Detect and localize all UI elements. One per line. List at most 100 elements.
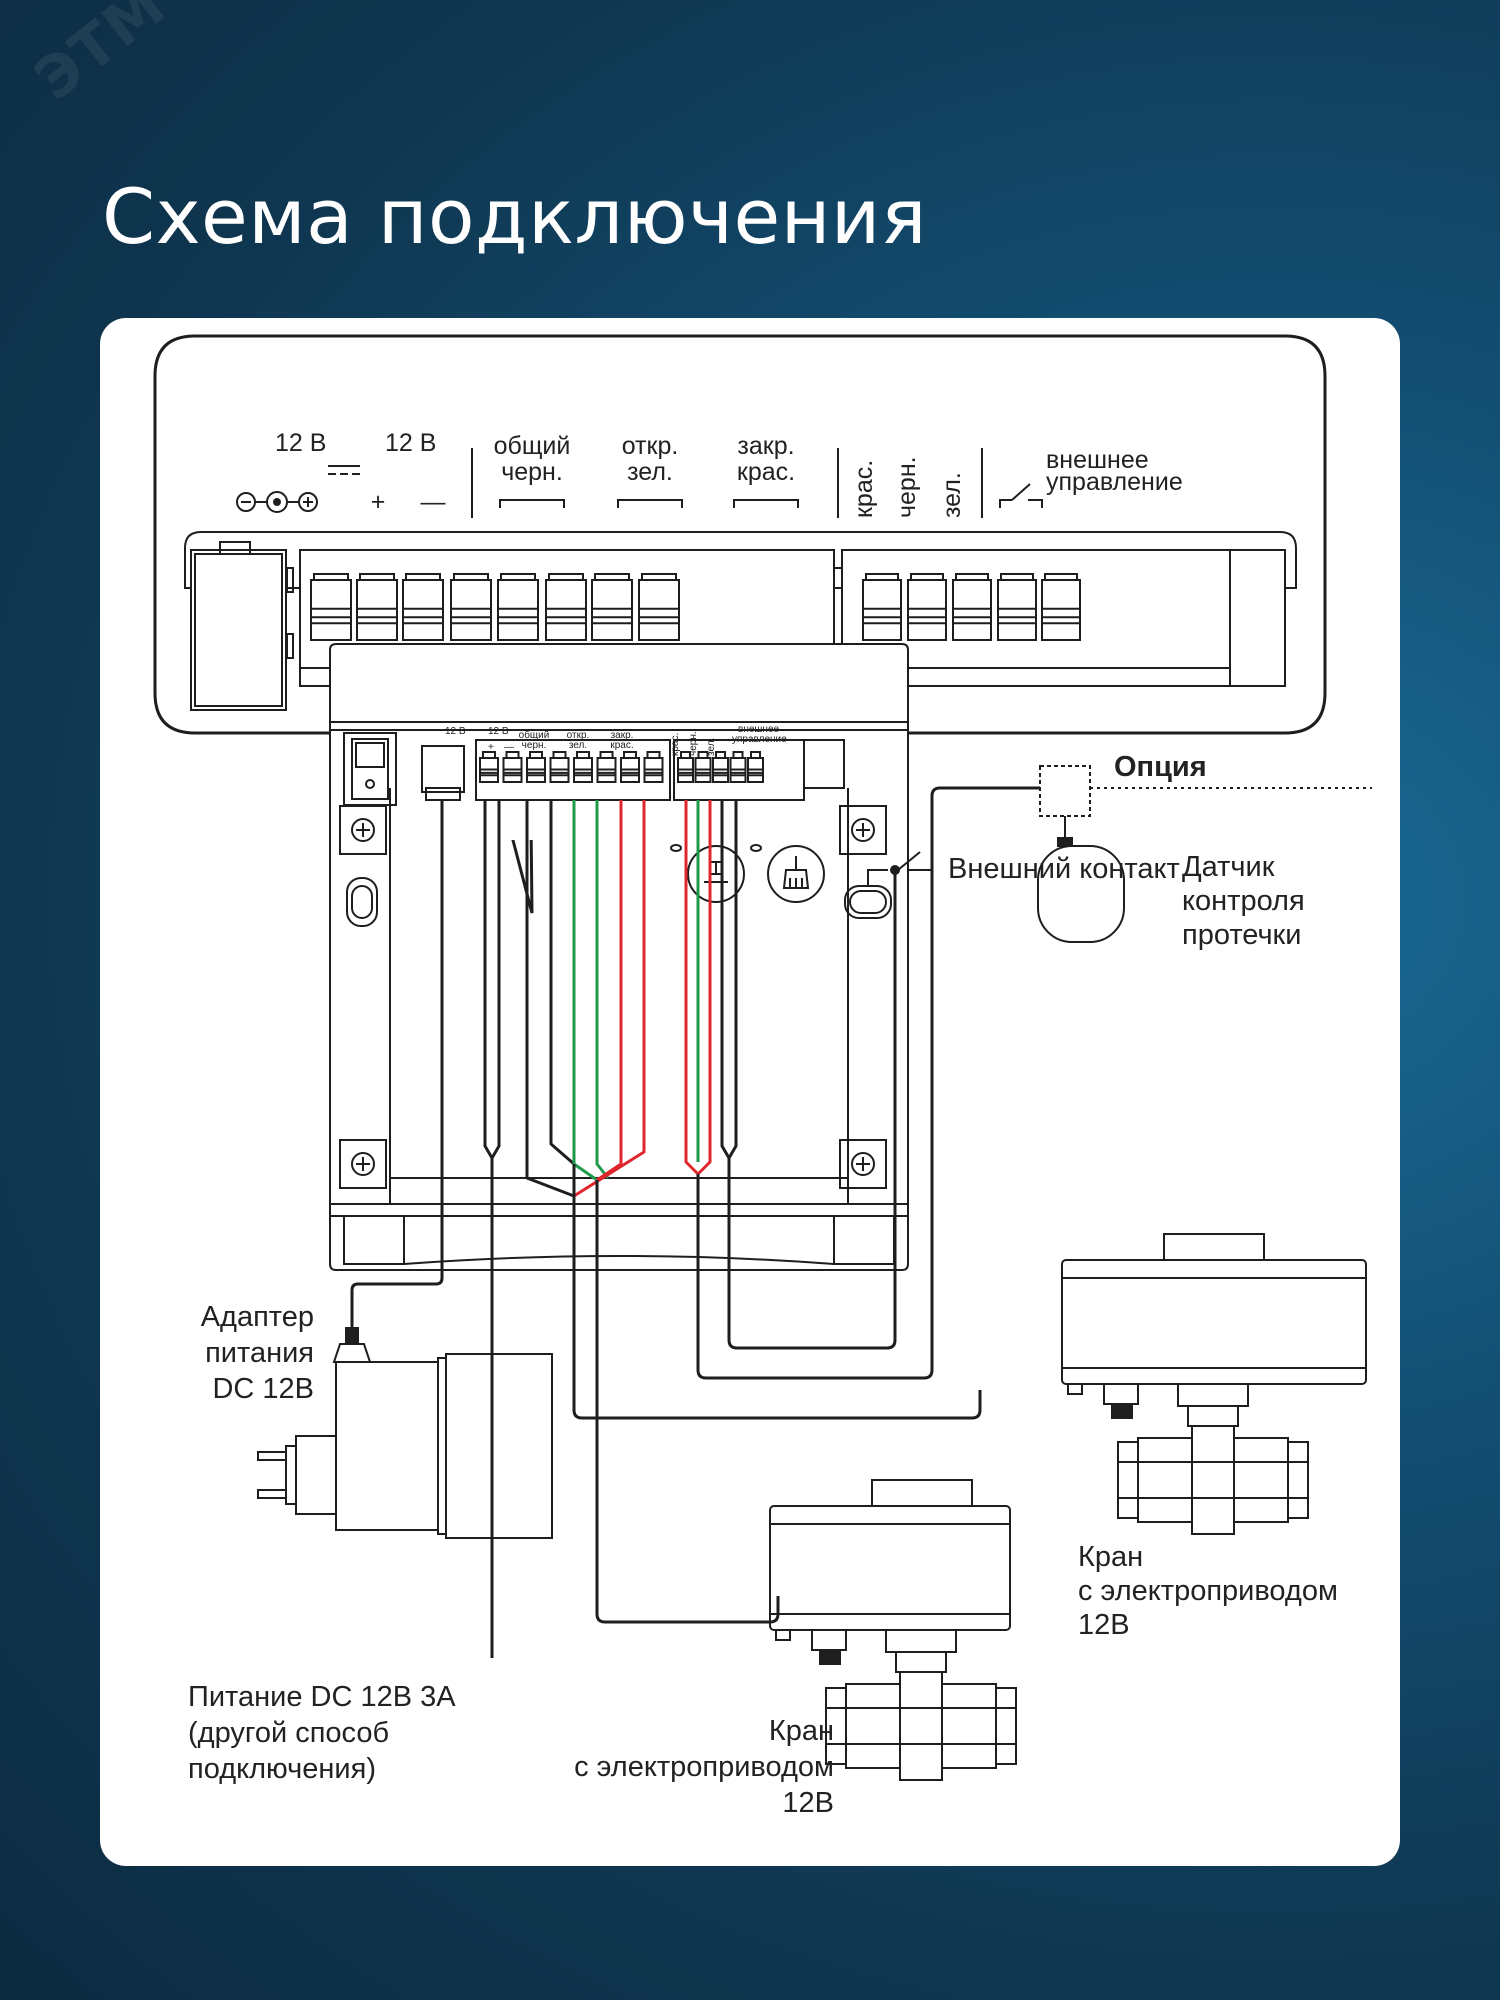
svg-text:общий: общий <box>519 729 550 741</box>
right-valve-icon <box>1061 1233 1367 1535</box>
svg-text:12В: 12В <box>1078 1609 1130 1641</box>
svg-text:подключения): подключения) <box>188 1753 376 1785</box>
diagram-card: 12 В 12 В + — общий черн. откр. зел. зак… <box>100 318 1400 1866</box>
leak-sensor-icon <box>1037 845 1125 943</box>
svg-text:закр.: закр. <box>611 730 634 741</box>
right-valve-label: Кран с электроприводом 12В <box>1078 1541 1338 1641</box>
right-valve-cable <box>572 1164 982 1420</box>
svg-text:контроля: контроля <box>1182 885 1305 917</box>
dc-polarity-icon <box>236 491 318 513</box>
external-control-line2: управление <box>1046 468 1183 496</box>
dc-symbol-icon <box>328 465 360 475</box>
external-control-line1: внешнее <box>1046 446 1149 474</box>
svg-text:закр.: закр. <box>737 432 794 460</box>
terminal-screw <box>677 751 694 783</box>
svg-text:общий: общий <box>494 432 571 460</box>
svg-text:зел.: зел. <box>627 458 673 486</box>
svg-text:—: — <box>504 742 514 753</box>
wiring-diagram: 12 В 12 В + — общий черн. откр. зел. зак… <box>153 334 1372 1819</box>
bottom-valve-icon <box>769 1479 1017 1781</box>
plus-sign: + <box>371 488 386 516</box>
terminal-screw <box>356 573 398 641</box>
terminal-screw <box>526 751 546 783</box>
power-pair-wire <box>483 800 501 1160</box>
sensor-wire-green-label: зел. <box>938 472 966 518</box>
terminal-screw <box>310 573 352 641</box>
external-contact-cable <box>727 874 897 1350</box>
group-open-label: откр. зел. <box>617 432 683 508</box>
power-alt-label: Питание DC 12В 3А (другой способ подключ… <box>188 1681 456 1785</box>
group-close-label: закр. крас. <box>733 432 799 508</box>
external-contact-switch-icon <box>867 851 933 886</box>
terminal-screw <box>573 751 593 783</box>
svg-text:DC 12В: DC 12В <box>212 1373 314 1405</box>
sensor-wire-red-label: крас. <box>850 460 878 518</box>
svg-text:+: + <box>488 742 494 753</box>
valve-status-icon <box>670 844 745 903</box>
terminal-screw <box>694 751 712 783</box>
svg-text:12В: 12В <box>782 1787 834 1819</box>
svg-text:управление: управление <box>732 734 787 745</box>
terminal-screw <box>729 751 747 783</box>
svg-text:12 В: 12 В <box>445 726 466 737</box>
terminal-screw <box>747 751 764 783</box>
terminal-screw <box>712 751 729 783</box>
terminal-screw <box>402 573 444 641</box>
terminal-screw <box>1041 573 1081 641</box>
svg-text:Питание DC 12В 3А: Питание DC 12В 3А <box>188 1681 456 1713</box>
page-title: Схема подключения <box>102 172 928 261</box>
svg-text:Датчик: Датчик <box>1182 851 1275 883</box>
terminal-callout: 12 В 12 В + — общий черн. откр. зел. зак… <box>153 334 1327 914</box>
terminal-screw <box>549 751 570 783</box>
svg-text:протечки: протечки <box>1182 919 1301 951</box>
watermark-logo: ЭТМ <box>22 0 179 114</box>
terminal-screw <box>620 751 640 783</box>
svg-text:с электроприводом: с электроприводом <box>574 1751 834 1783</box>
terminal-screw <box>545 573 587 641</box>
terminal-screw <box>952 573 992 641</box>
svg-text:крас.: крас. <box>670 733 681 756</box>
group-common-label: общий черн. <box>494 432 571 508</box>
svg-text:(другой способ: (другой способ <box>188 1717 389 1749</box>
wires <box>350 786 1040 1658</box>
cleaning-mode-icon <box>750 844 825 903</box>
svg-text:зел.: зел. <box>706 738 717 756</box>
minus-sign: — <box>421 488 446 516</box>
controller-unit <box>329 643 909 1271</box>
adapter-label: Адаптер питания DC 12В <box>201 1301 314 1405</box>
svg-text:откр.: откр. <box>567 730 590 741</box>
terminal-screw <box>502 751 523 783</box>
terminal-screw <box>638 573 680 641</box>
terminal-screw <box>907 573 947 641</box>
controller-terminal-screws <box>479 751 764 783</box>
svg-text:питания: питания <box>205 1337 314 1369</box>
svg-text:черн.: черн. <box>688 731 699 756</box>
terminal-screw <box>591 573 633 641</box>
power-adapter-icon <box>257 1327 553 1539</box>
terminal-screw <box>479 751 499 783</box>
external-contact-label: Внешний контакт <box>948 853 1180 885</box>
svg-text:внешнее: внешнее <box>738 724 780 735</box>
adapter-cable <box>350 800 444 1328</box>
terminal-screw <box>497 573 539 641</box>
terminal-screw <box>643 751 664 783</box>
terminal-screws <box>310 573 1081 641</box>
svg-text:Адаптер: Адаптер <box>201 1301 314 1333</box>
bottom-valve-label: Кран с электроприводом 12В <box>574 1715 834 1819</box>
leak-sensor-label: Датчик контроля протечки <box>1182 851 1305 951</box>
svg-text:Кран: Кран <box>1078 1541 1143 1573</box>
svg-text:откр.: откр. <box>622 432 679 460</box>
svg-text:12 В: 12 В <box>488 726 509 737</box>
sensor-wire-black-label: черн. <box>893 456 921 518</box>
dc-jack-label: 12 В <box>275 429 326 457</box>
svg-text:черн.: черн. <box>522 740 547 751</box>
switch-symbol-icon <box>999 483 1043 508</box>
bottom-valve-cable <box>595 1180 780 1624</box>
terminal-screw <box>450 573 492 641</box>
svg-text:крас.: крас. <box>737 458 795 486</box>
option-label: Опция <box>1114 751 1207 783</box>
terminal-screw <box>596 751 617 783</box>
svg-text:с электроприводом: с электроприводом <box>1078 1575 1338 1607</box>
svg-text:Кран: Кран <box>769 1715 834 1747</box>
terminal-screw <box>862 573 902 641</box>
